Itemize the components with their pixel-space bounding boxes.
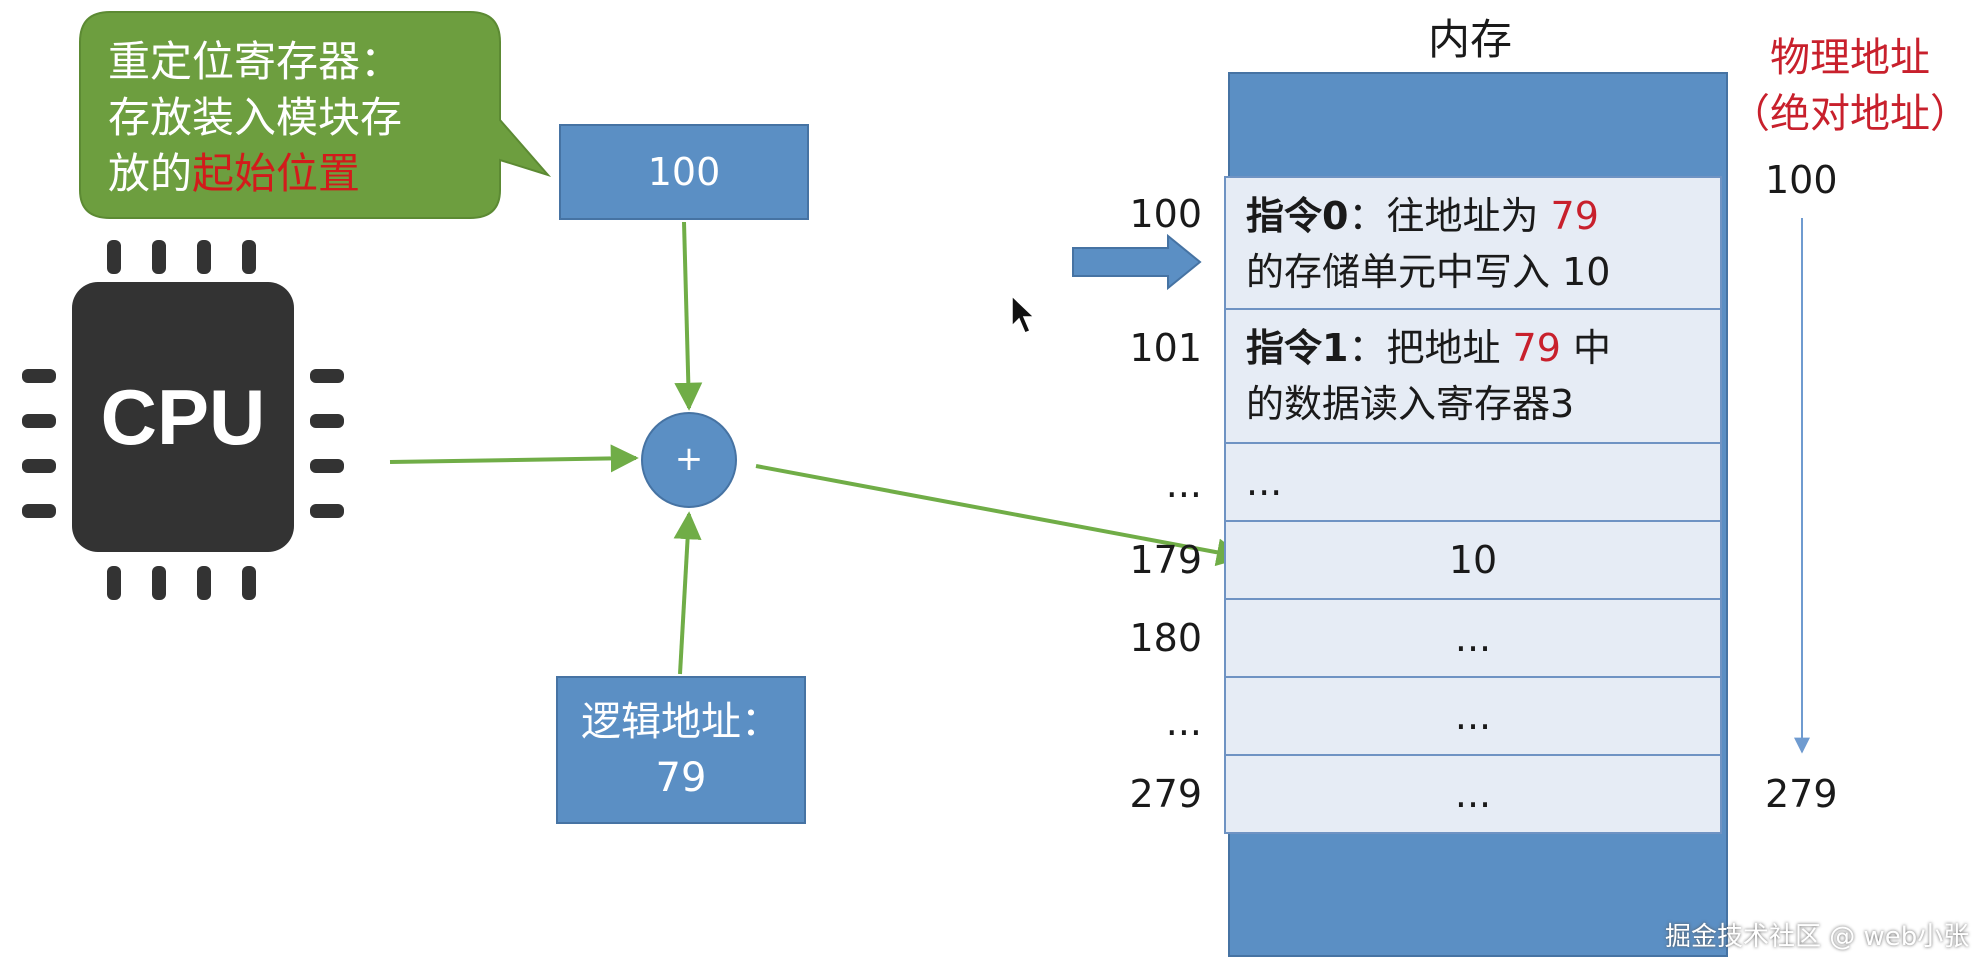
- adder-node: +: [641, 412, 737, 508]
- current-instruction-arrow: [1072, 233, 1202, 291]
- cell-100-text: ：往地址为: [1348, 194, 1551, 238]
- relocation-register-callout: 重定位寄存器： 存放装入模块存 放的起始位置: [108, 34, 458, 202]
- relocation-register-box: 100: [559, 124, 809, 220]
- logical-address-value: 79: [655, 755, 707, 801]
- address-label-279: 279: [1129, 772, 1202, 816]
- logical-to-adder-arrow: [673, 511, 702, 675]
- address-label-100: 100: [1129, 192, 1202, 236]
- memory-cell-180: ...: [1224, 598, 1722, 678]
- callout-line-2: 存放装入模块存: [108, 93, 403, 142]
- physical-address-start: 100: [1765, 158, 1838, 202]
- callout-highlight: 起始位置: [192, 149, 361, 198]
- adder-to-memory-arrow: [755, 464, 1245, 567]
- address-label-180: 180: [1129, 616, 1202, 660]
- physical-address-title-line-1: 物理地址: [1770, 35, 1930, 81]
- logical-address-label: 逻辑地址：: [581, 699, 781, 745]
- cell-101-instruction: 指令1: [1246, 326, 1349, 370]
- register-to-adder-arrow: [674, 221, 703, 411]
- callout-line-3: 放的起始位置: [108, 146, 458, 202]
- cpu-to-adder-arrow: [389, 444, 639, 473]
- address-label-ellipsis-1: ...: [1165, 462, 1202, 506]
- address-label-ellipsis-2: ...: [1165, 700, 1202, 744]
- memory-title: 内存: [1428, 15, 1513, 64]
- physical-address-title: 物理地址 （绝对地址）: [1720, 30, 1980, 142]
- memory-cell-279: ...: [1224, 754, 1722, 834]
- cell-101-line-2: 的数据读入寄存器3: [1246, 382, 1575, 426]
- address-label-101: 101: [1129, 326, 1202, 370]
- physical-address-title-line-2: （绝对地址）: [1730, 91, 1970, 137]
- cell-100-address: 79: [1550, 194, 1599, 238]
- cell-100-instruction: 指令0: [1246, 194, 1349, 238]
- memory-cell-100: 指令0：往地址为 79 的存储单元中写入 10: [1224, 176, 1722, 310]
- cpu-chip-icon: [22, 240, 344, 600]
- memory-cell-101: 指令1：把地址 79 中 的数据读入寄存器3: [1224, 308, 1722, 444]
- callout-bubble: [79, 11, 552, 219]
- memory-cell-ellipsis-2: ...: [1224, 676, 1722, 756]
- address-label-179: 179: [1129, 538, 1202, 582]
- cell-100-line-2: 的存储单元中写入 10: [1246, 250, 1611, 294]
- cell-101-text-tail: 中: [1560, 326, 1611, 370]
- cell-101-text: ：把地址: [1348, 326, 1513, 370]
- cell-ellipsis-1-content: ...: [1246, 460, 1283, 504]
- watermark: 掘金技术社区 @ web小张: [1665, 922, 1970, 952]
- mouse-cursor-icon: [1011, 294, 1036, 334]
- callout-line-1: 重定位寄存器：: [108, 37, 403, 86]
- cell-101-line-1: 指令1：把地址 79 中: [1246, 320, 1720, 376]
- logical-address-box: 逻辑地址： 79: [556, 676, 806, 824]
- memory-cell-179: 10: [1224, 520, 1722, 600]
- cpu-label: CPU: [100, 372, 266, 461]
- physical-address-end: 279: [1765, 772, 1838, 816]
- memory-cell-ellipsis-1: ...: [1224, 442, 1722, 522]
- callout-line-3-prefix: 放的: [108, 149, 193, 198]
- cell-100-line-1: 指令0：往地址为 79: [1246, 188, 1720, 244]
- cell-101-address: 79: [1512, 326, 1561, 370]
